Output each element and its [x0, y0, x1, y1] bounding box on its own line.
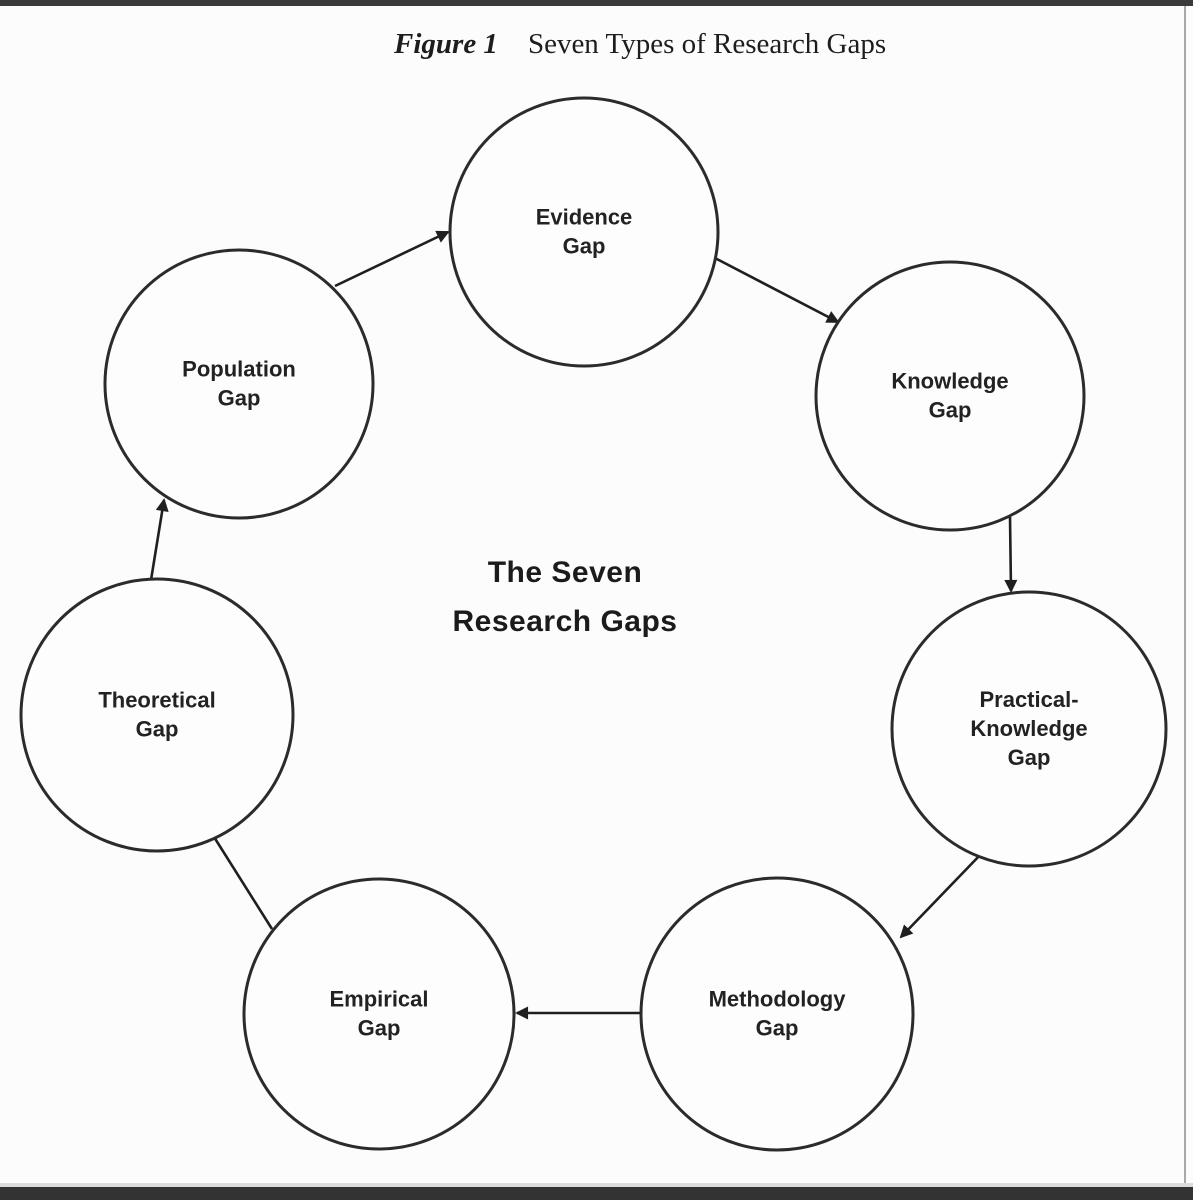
figure-caption: Figure 1 Seven Types of Research Gaps: [394, 28, 886, 61]
node-circle-methodology-gap: [639, 876, 915, 1152]
page-bottom-light-line: [0, 1183, 1193, 1187]
node-circle-population-gap: [103, 248, 375, 520]
node-circle-empirical-gap: [242, 877, 516, 1151]
node-circle-theoretical-gap: [19, 577, 295, 853]
arrow-population-gap-to-evidence-gap: [334, 230, 450, 288]
node-circle-practical-knowledge-gap: [890, 590, 1168, 868]
node-circle-evidence-gap: [448, 96, 720, 368]
diagram-center-title-line2: Research Gaps: [452, 605, 678, 638]
arrow-empirical-gap-to-theoretical-gap: [207, 827, 274, 930]
arrow-knowledge-gap-to-practical-knowledge-gap: [1004, 516, 1018, 593]
page-right-border: [1184, 6, 1186, 1188]
node-circle-knowledge-gap: [814, 260, 1086, 532]
page-top-border: [0, 0, 1193, 6]
arrow-evidence-gap-to-knowledge-gap: [712, 255, 840, 324]
arrow-practical-knowledge-gap-to-methodology-gap: [899, 852, 983, 939]
page-bottom-border: [0, 1187, 1193, 1200]
figure-title: Seven Types of Research Gaps: [527, 28, 887, 60]
figure-number: Figure 1: [394, 28, 498, 60]
diagram-center-title: The Seven Research Gaps: [380, 548, 750, 646]
diagram-center-title-line1: The Seven: [487, 556, 643, 589]
arrow-theoretical-gap-to-population-gap: [149, 498, 169, 581]
